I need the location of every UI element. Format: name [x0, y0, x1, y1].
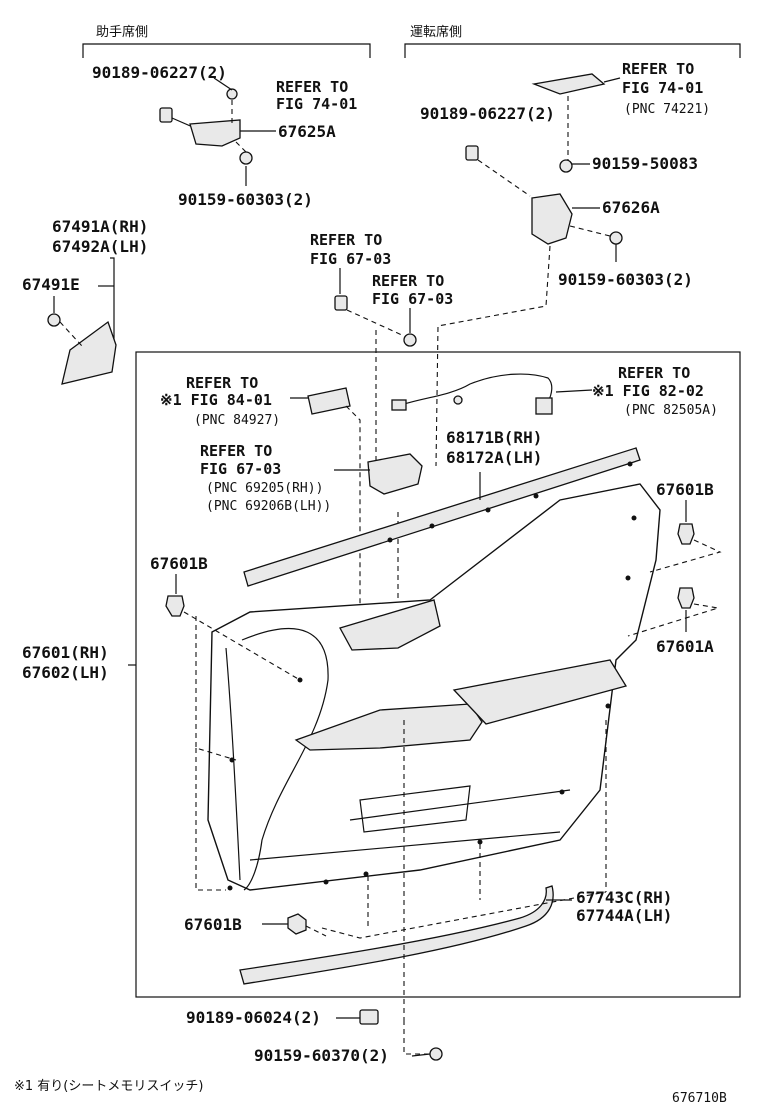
door-panel-frame	[135, 351, 741, 998]
clip-67601B-left	[165, 595, 185, 617]
clip-67601A	[677, 587, 695, 609]
clip-67601B-left-group	[165, 574, 301, 681]
label-68172A: 68172A(LH)	[446, 448, 542, 467]
armrest-top	[452, 659, 628, 725]
label-90189-06024: 90189-06024(2)	[186, 1008, 321, 1027]
label-67744A: 67744A(LH)	[576, 906, 672, 925]
door-trim-board	[195, 483, 661, 891]
bottom-moulding	[239, 885, 554, 985]
clip-67601B-top-right	[649, 500, 722, 573]
belt-weatherstrip-group	[243, 447, 641, 587]
label-refer-67-03-a-1: REFER TO	[310, 231, 382, 249]
figure-number: 676710B	[672, 1091, 727, 1106]
label-90159-60370: 90159-60370(2)	[254, 1046, 389, 1065]
screw-90159-left	[239, 151, 253, 165]
clip-67601B-bottom-group	[262, 913, 327, 937]
label-refer-67-03-c-1: REFER TO	[200, 442, 272, 460]
header-bracket-driver	[404, 43, 741, 58]
armrest-panel	[294, 703, 483, 751]
screw-90159-60370	[429, 1047, 443, 1061]
label-refer-67-03-c-2: FIG 67-03	[200, 460, 281, 478]
clip-67601B-bottom	[287, 913, 307, 935]
mirror-cover-67491A	[61, 320, 117, 385]
passenger-bracket-group	[159, 77, 276, 186]
screw-90159-60303-right	[609, 231, 623, 245]
clip-67601B-tr	[677, 523, 695, 545]
label-refer-84-01-2: ※1 FIG 84-01	[160, 391, 272, 409]
label-67491E: 67491E	[22, 275, 80, 294]
memory-switch-group	[290, 387, 361, 608]
harness-connector-left	[391, 399, 407, 411]
label-67491A: 67491A(RH)	[52, 217, 148, 236]
label-pnc-84927: (PNC 84927)	[194, 413, 280, 428]
clip-90189-left	[159, 107, 173, 123]
label-67626A: 67626A	[602, 198, 660, 217]
header-bracket-passenger	[82, 43, 371, 58]
label-90189-06227-left: 90189-06227(2)	[92, 63, 227, 82]
harness-connector-right	[535, 397, 553, 415]
bottom-fasteners-group	[336, 720, 443, 1061]
wire-harness-group	[391, 373, 593, 415]
wire-harness	[397, 373, 553, 407]
clip-90189-06024	[359, 1009, 379, 1025]
driver-bracket-group	[435, 73, 623, 467]
label-refer-84-01-1: REFER TO	[186, 374, 258, 392]
footnote: ※1 有り(シートメモリスイッチ)	[14, 1079, 203, 1094]
label-67602: 67602(LH)	[22, 663, 109, 682]
header-driver-side: 運転席側	[410, 24, 462, 40]
label-67601B-top-right: 67601B	[656, 480, 714, 499]
clip-handle-top	[334, 295, 348, 311]
handle-screws-group	[334, 268, 417, 470]
pad-74221	[531, 73, 606, 95]
label-67743C: 67743C(RH)	[576, 888, 672, 907]
clip-67601A-group	[627, 587, 719, 637]
label-refer-67-03-a-2: FIG 67-03	[310, 250, 391, 268]
pull-handle-pocket	[339, 599, 441, 651]
label-pnc-74221: (PNC 74221)	[624, 102, 710, 117]
label-refer-74-01-right-2: FIG 74-01	[622, 79, 703, 97]
label-67601B-bottom: 67601B	[184, 915, 242, 934]
bottom-moulding-group	[239, 720, 607, 985]
door-pocket	[359, 785, 471, 833]
screw-90159-50083	[559, 159, 573, 173]
header-passenger-side: 助手席側	[96, 24, 148, 40]
label-67625A: 67625A	[278, 122, 336, 141]
belt-weatherstrip	[243, 447, 641, 587]
label-pnc-69206B: (PNC 69206B(LH))	[206, 499, 331, 514]
screw-handle	[403, 333, 417, 347]
label-68171B: 68171B(RH)	[446, 428, 542, 447]
label-refer-74-01-left-1: REFER TO	[276, 78, 348, 96]
label-refer-82-02-2: ※1 FIG 82-02	[592, 382, 704, 400]
trim-inner-seal	[241, 627, 329, 891]
label-pnc-82505A: (PNC 82505A)	[624, 403, 718, 418]
label-67601A: 67601A	[656, 637, 714, 656]
clip-90189-right	[465, 145, 479, 161]
label-refer-82-02-1: REFER TO	[618, 364, 690, 382]
inner-handle	[367, 453, 423, 495]
label-67492A: 67492A(LH)	[52, 237, 148, 256]
label-90159-60303-left: 90159-60303(2)	[178, 190, 313, 209]
screw-top-left	[226, 88, 238, 100]
inner-handle-group	[334, 453, 423, 610]
mirror-cover-group	[47, 257, 117, 385]
bracket-67626A	[531, 193, 573, 245]
harness-clip	[453, 395, 463, 405]
label-90159-50083: 90159-50083	[592, 154, 698, 173]
label-refer-67-03-b-2: FIG 67-03	[372, 290, 453, 308]
label-67601: 67601(RH)	[22, 643, 109, 662]
memory-switch	[307, 387, 351, 415]
label-90159-60303-right: 90159-60303(2)	[558, 270, 693, 289]
label-refer-74-01-right-1: REFER TO	[622, 60, 694, 78]
bracket-67625A	[189, 119, 241, 147]
label-90189-06227-right: 90189-06227(2)	[420, 104, 555, 123]
label-pnc-69205: (PNC 69205(RH))	[206, 481, 323, 496]
clip-67491E	[47, 313, 61, 327]
label-refer-74-01-left-2: FIG 74-01	[276, 95, 357, 113]
label-refer-67-03-b-1: REFER TO	[372, 272, 444, 290]
trim-board-outline	[207, 483, 661, 891]
label-67601B-left: 67601B	[150, 554, 208, 573]
